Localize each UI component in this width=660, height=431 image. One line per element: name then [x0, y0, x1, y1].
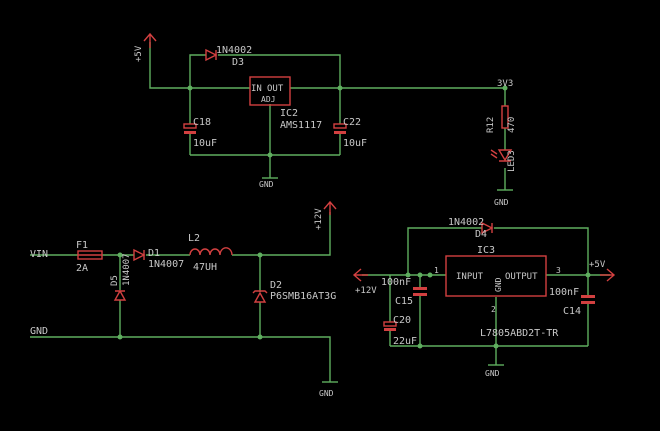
ic3-name: IC3	[477, 245, 495, 256]
led3-name: LED3	[507, 150, 517, 172]
led-icon	[490, 149, 513, 162]
d5-name: D5	[110, 275, 120, 286]
ic2-pin-adj: ADJ	[261, 95, 275, 104]
diode-icon	[133, 248, 146, 262]
supply-label-5v-right: +5V	[589, 260, 606, 270]
capacitor-icon	[413, 287, 427, 296]
d3-value: 1N4002	[216, 45, 252, 56]
ic2-pin-out: OUT	[267, 84, 284, 94]
junction-dot	[417, 343, 423, 349]
junction-dot	[585, 272, 591, 278]
c20-name: C20	[393, 315, 411, 326]
junction-dot	[417, 272, 423, 278]
c15-name: C15	[395, 296, 413, 307]
ic3-body	[445, 255, 547, 297]
d1-name: D1	[148, 248, 160, 259]
ic3-pin-input: INPUT	[456, 272, 484, 282]
l2-value: 47UH	[193, 262, 217, 273]
d3-name: D3	[232, 57, 244, 68]
fuse-icon	[77, 250, 103, 260]
wire-gnd-net	[30, 336, 331, 382]
d1-value: 1N4007	[148, 259, 184, 270]
d4-name: D4	[475, 229, 487, 240]
d2-value: P6SMB16AT3G	[270, 291, 336, 302]
wire-d4-bypass	[407, 227, 589, 275]
c18-value: 10uF	[193, 138, 217, 149]
junction-dot	[257, 334, 263, 340]
junction-dot	[427, 272, 433, 278]
supply-arrow-icon	[143, 32, 157, 48]
ground-label-led: GND	[494, 198, 509, 207]
supply-arrow-icon	[352, 268, 368, 282]
diode-icon	[481, 221, 494, 235]
d5-value: 1N4007	[122, 253, 132, 286]
junction-dot	[117, 252, 123, 258]
net-label-vin: VIN	[30, 249, 48, 260]
d2-name: D2	[270, 280, 282, 291]
ground-label-ic2: GND	[259, 180, 274, 189]
input-protection-section: VIN GND F1 2A D1 1N4007 D5 1N4007 L2 47U…	[30, 200, 338, 398]
supply-label-12v-top: +12V	[314, 208, 324, 230]
capacitor-icon	[383, 321, 397, 331]
capacitor-icon	[581, 295, 595, 304]
inductor-icon	[189, 247, 233, 256]
c20-value: 22uF	[393, 336, 417, 347]
ic3-pin-3: 3	[556, 266, 561, 275]
wire-5v-to-ic2	[149, 42, 250, 89]
regulator-5v-section: +12V +5V 1N4002 D4 IC3 INPUT OUTPUT GND …	[352, 217, 616, 378]
junction-dot	[493, 343, 499, 349]
ground-label-ic3: GND	[485, 369, 500, 378]
ic2-pin-in: IN	[251, 84, 262, 94]
c18-name: C18	[193, 117, 211, 128]
c22-value: 10uF	[343, 138, 367, 149]
junction-dot	[337, 85, 343, 91]
ic3-pin-1: 1	[434, 266, 439, 275]
supply-label-12v-left: +12V	[355, 286, 377, 296]
d4-value: 1N4002	[448, 217, 484, 228]
wire-d3-bypass	[189, 54, 341, 88]
ic2-value: AMS1117	[280, 120, 322, 131]
ground-label-main: GND	[319, 389, 334, 398]
supply-arrow-icon	[323, 200, 337, 215]
ic2-name: IC2	[280, 108, 298, 119]
resistor-icon	[501, 105, 509, 129]
c15-value: 100nF	[381, 277, 411, 288]
ic3-pin-gnd: GND	[494, 277, 503, 292]
capacitor-icon	[333, 123, 347, 134]
junction-dot	[117, 334, 123, 340]
junction-dot	[187, 85, 193, 91]
diode-icon	[113, 289, 127, 301]
net-label-gnd: GND	[30, 326, 48, 337]
regulator-3v3-section: +5V 1N4002 D3 IN OUT ADJ IC2 AMS1117 C18…	[134, 32, 517, 207]
supply-label-5v-top: +5V	[134, 45, 144, 62]
r12-value: 470	[507, 117, 517, 133]
c14-value: 100nF	[549, 287, 579, 298]
f1-value: 2A	[76, 263, 88, 274]
c14-name: C14	[563, 306, 581, 317]
supply-label-3v3: 3V3	[497, 79, 513, 89]
junction-dot	[257, 252, 263, 258]
ic2-body	[249, 76, 291, 106]
r12-name: R12	[486, 117, 496, 133]
ic3-pin-2: 2	[491, 305, 496, 314]
diode-icon	[205, 48, 218, 62]
supply-arrow-icon	[600, 268, 616, 282]
l2-name: L2	[188, 233, 200, 244]
f1-name: F1	[76, 240, 88, 251]
wire-l2-out	[232, 212, 331, 256]
junction-dot	[502, 85, 508, 91]
capacitor-icon	[183, 123, 197, 134]
c22-name: C22	[343, 117, 361, 128]
ic3-pin-output: OUTPUT	[505, 272, 538, 282]
junction-dot	[267, 152, 273, 158]
tvs-diode-icon	[252, 290, 268, 303]
junction-dot	[405, 272, 411, 278]
ic3-value: L7805ABD2T-TR	[480, 328, 559, 339]
